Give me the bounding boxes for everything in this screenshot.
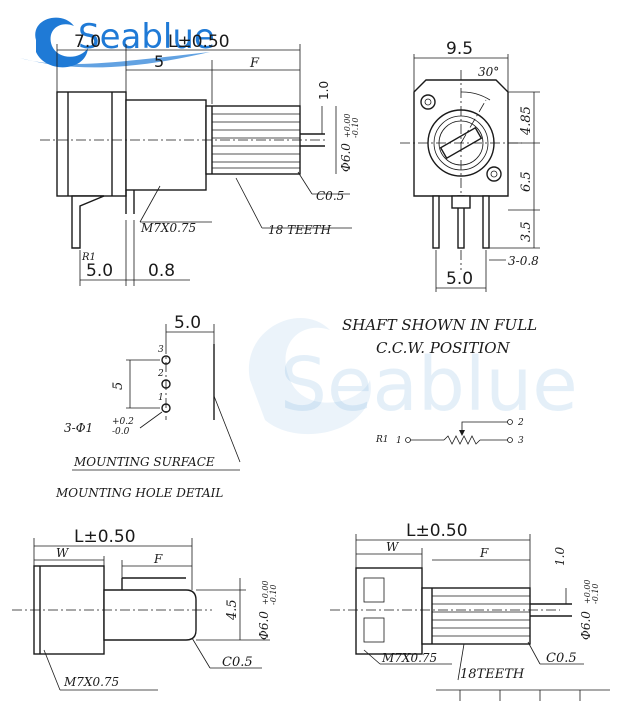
plain-dim-tol-plus: +0.00 [261,580,270,605]
plain-dim-shaft-dia: Φ6.0 [257,611,271,640]
schem-pin-3: 3 [518,436,524,446]
knurl-dim-1-0: 1.0 [553,547,567,566]
dim-0-8: 0.8 [148,261,175,281]
watermark-swirl-icon [248,318,371,435]
plain-dim-thread: M7X0.75 [63,675,119,689]
knurl-dim-length: L±0.50 [406,521,468,541]
wave-swirl-icon [35,17,88,68]
schem-pin-2: 2 [517,418,524,428]
knurl-dim-tol-plus: +0.00 [583,579,592,604]
dim-thread: M7X0.75 [140,221,196,235]
watermark-text: Seablue [280,342,578,428]
dim-shaft-dia: Φ6.0 [339,143,353,172]
dim-angle: 30° [478,65,499,79]
label-r1: R1 [81,252,96,263]
dim-shaft-tol-minus: -0.10 [351,117,360,138]
notes: SHAFT SHOWN IN FULL C.C.W. POSITION [342,316,537,357]
mounting-hole-detail-label: MOUNTING HOLE DETAIL [55,486,223,500]
knurl-dim-thread: M7X0.75 [381,651,437,665]
plain-dim-w: W [56,546,70,560]
dim-5-0-mount: 5.0 [174,313,201,333]
knurl-dim-f: F [479,546,489,560]
front-view: 9.5 30° 4.85 6.5 3.5 3-0.8 [400,39,540,292]
dim-f: F [249,56,260,71]
dim-chamfer: C0.5 [316,189,344,203]
dim-shaft-tol-plus: +0.00 [343,113,352,138]
dim-5-0: 5.0 [86,261,113,281]
note-line-2: C.C.W. POSITION [376,339,511,357]
knurled-shaft-view: L±0.50 W F 1.0 Φ6.0 +0.00 -0.10 M7X0.75 … [330,521,610,701]
knurl-lines-bottom [432,595,530,637]
dim-4-85: 4.85 [519,106,534,136]
dim-6-5: 6.5 [519,171,534,192]
knurl-dim-teeth: 18TEETH [460,667,525,682]
note-line-1: SHAFT SHOWN IN FULL [342,316,537,334]
pin-2: 2 [157,369,164,379]
plain-dim-f: F [153,552,163,566]
wave-tail-icon [20,52,210,68]
plain-dim-chamfer: C0.5 [222,655,253,670]
schem-pin-1: 1 [396,436,402,446]
knurl-dim-shaft-dia: Φ6.0 [579,611,593,640]
plain-dim-tol-minus: -0.10 [269,584,278,605]
hole-spec: 3-Φ1 [64,421,93,435]
hole-tol-minus: -0.0 [112,427,130,437]
dim-1-0: 1.0 [317,81,331,100]
side-view: 7.0 L±0.50 5 F 1.0 Φ6.0 [40,32,360,286]
dim-teeth: 18 TEETH [268,223,332,237]
knurl-dim-chamfer: C0.5 [546,651,577,666]
pin-1: 1 [158,393,164,403]
mounting-hole-detail: 5.0 3 2 1 5 3-Φ1 +0.2 -0.0 MOUNTING SURF… [55,313,241,500]
pin-3: 3 [158,345,164,355]
dim-3-0-8: 3-0.8 [508,254,539,268]
dim-length: L±0.50 [168,32,230,52]
watermark-layer: Seablue [248,318,578,435]
knurl-dim-tol-minus: -0.10 [591,583,600,604]
hole-tol-plus: +0.2 [112,417,134,427]
dim-five: 5 [154,52,164,71]
schem-label-r1: R1 [375,435,389,445]
schematic-symbol: R1 1 3 2 [375,418,524,446]
dim-3-5: 3.5 [519,221,534,242]
dim-5-mount: 5 [111,382,126,390]
plain-dim-4-5: 4.5 [225,599,240,621]
mounting-surface-label: MOUNTING SURFACE [73,455,215,469]
knurl-dim-w: W [386,540,400,554]
plain-shaft-view: L±0.50 W F 4.5 Φ6.0 +0.00 -0.10 C0.5 M7X… [12,527,278,691]
dim-5-0-front: 5.0 [446,269,473,289]
dim-width: 9.5 [446,39,473,59]
dim-top-left: 7.0 [74,32,101,52]
knurl-lines [212,113,300,169]
plain-dim-length: L±0.50 [74,527,136,547]
